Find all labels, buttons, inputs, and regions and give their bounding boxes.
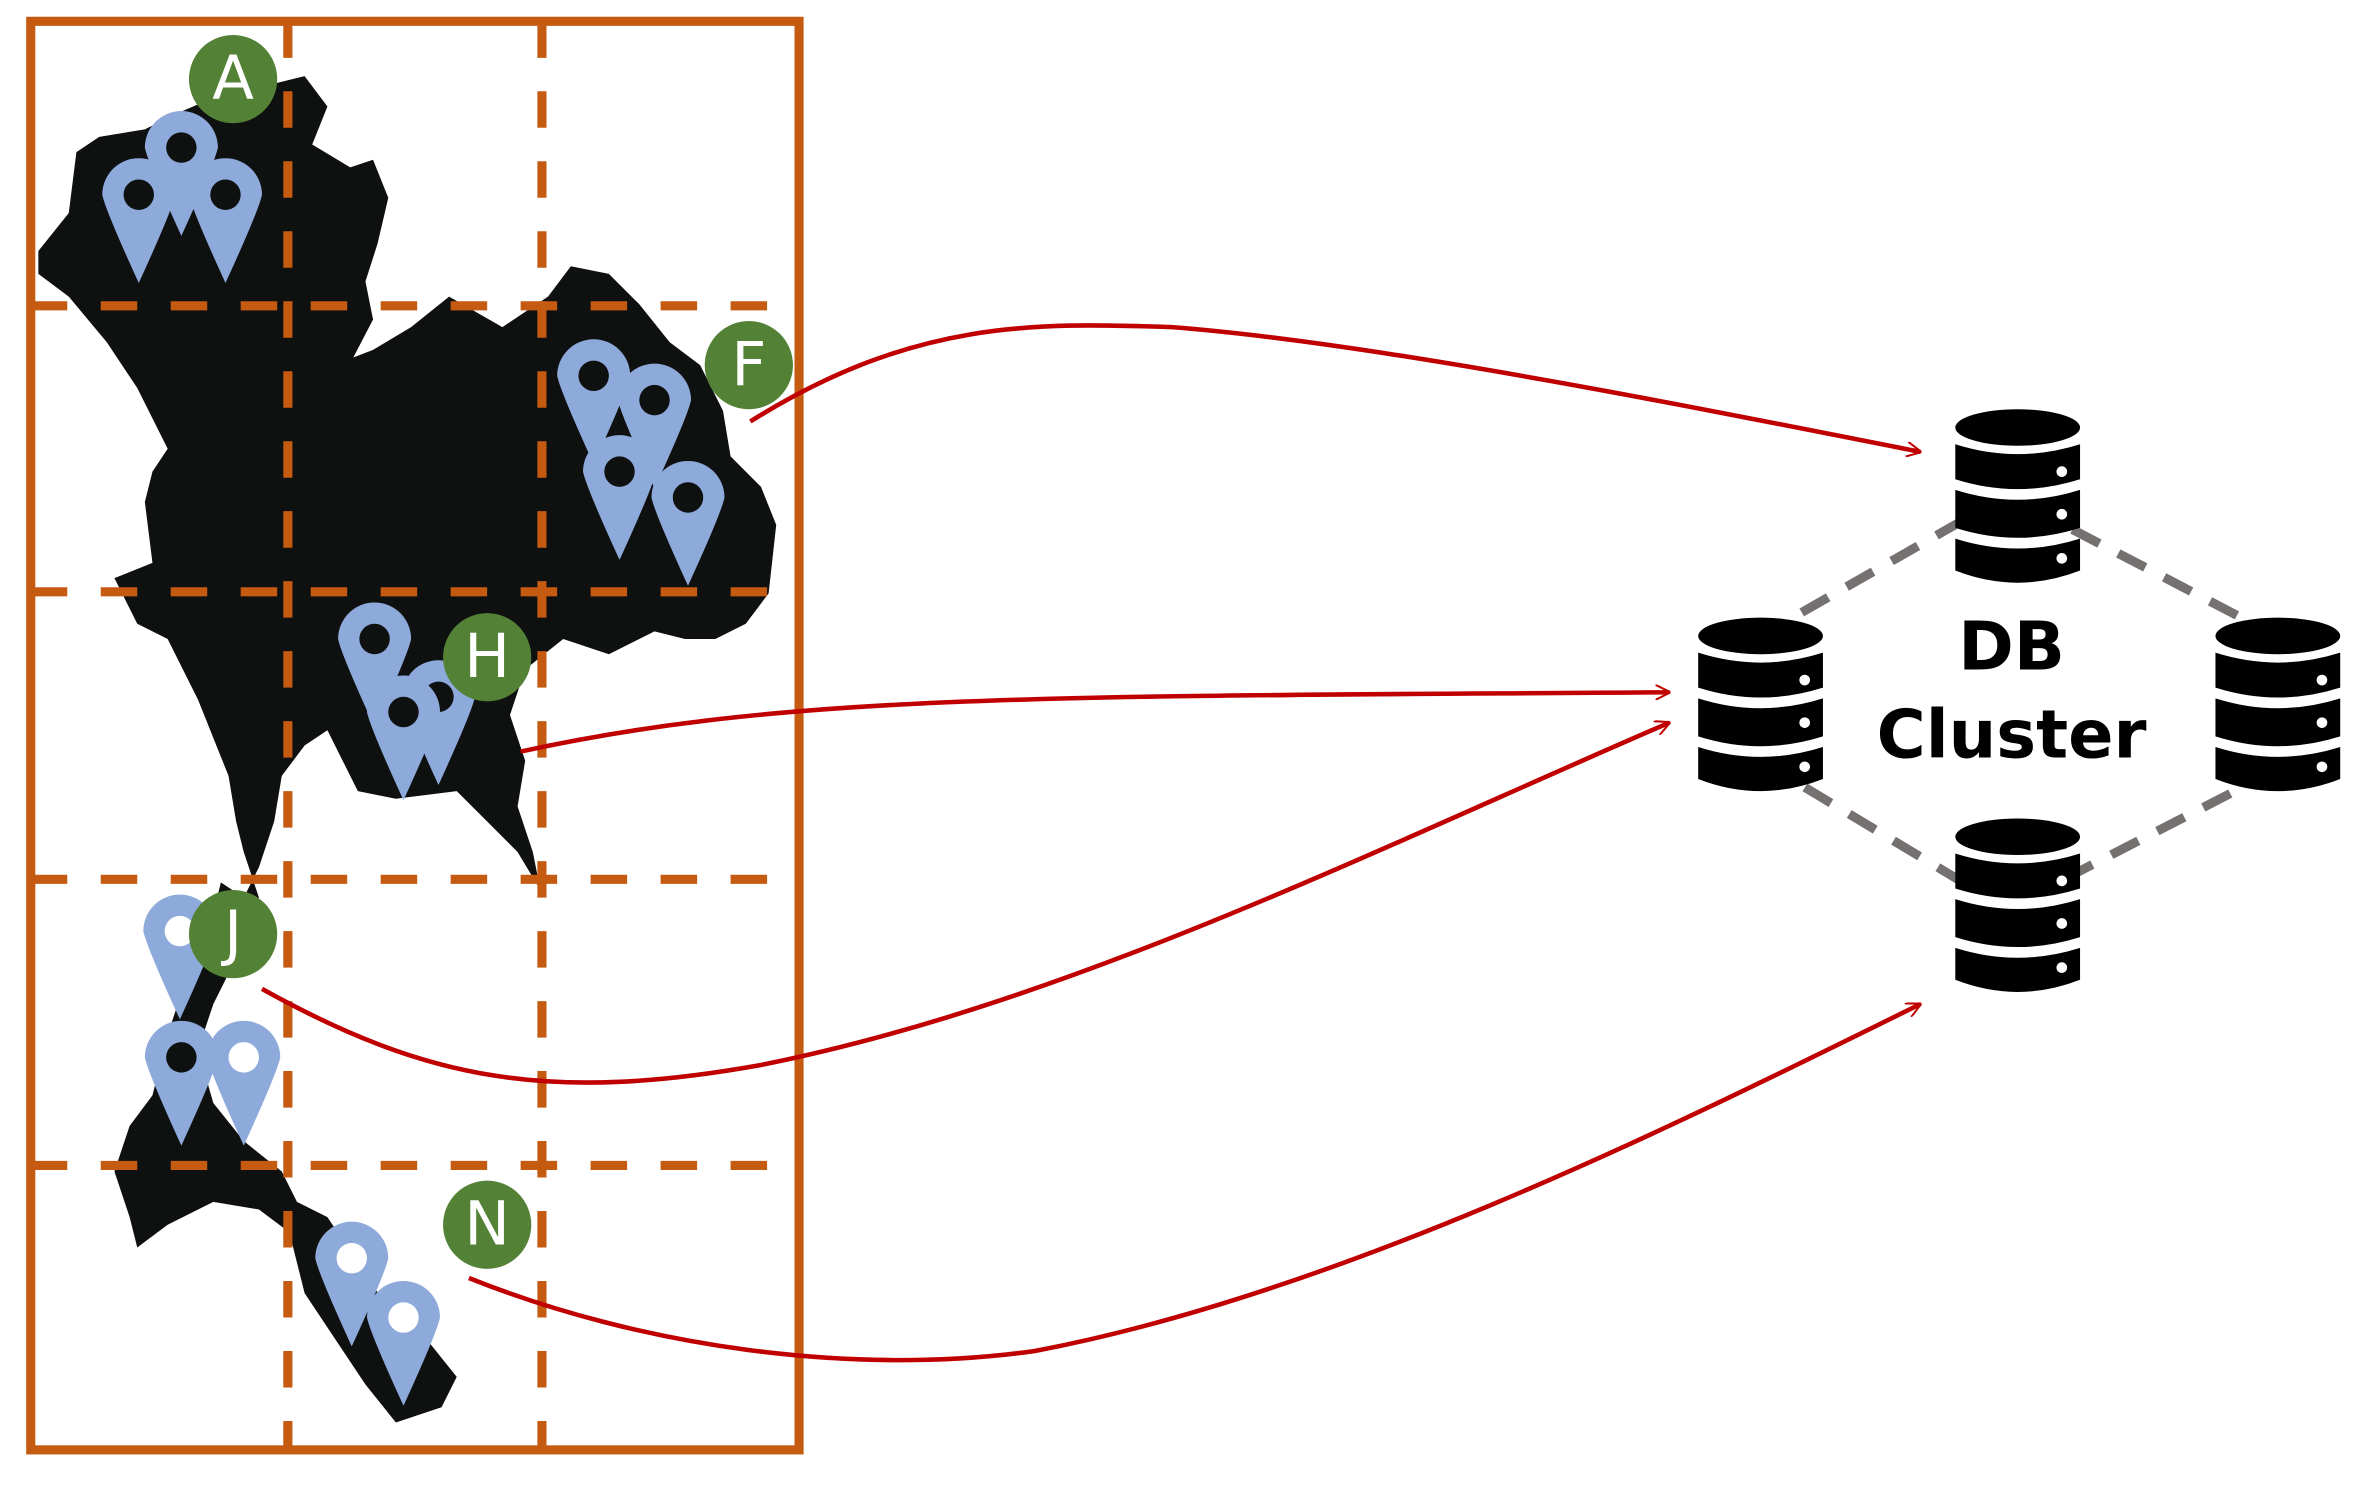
svg-text:F: F xyxy=(731,330,766,400)
grid xyxy=(26,16,804,1455)
data-flow-arrows xyxy=(260,323,1920,1363)
arrow-n-to-db xyxy=(468,1002,1920,1363)
svg-text:H: H xyxy=(464,622,510,692)
region-badge-f: F xyxy=(704,321,793,410)
database-icon xyxy=(1955,409,2081,583)
database-icon xyxy=(1698,617,1823,792)
svg-text:J: J xyxy=(220,899,242,969)
region-badge-h: H xyxy=(443,613,532,702)
svg-text:A: A xyxy=(212,44,254,114)
cluster-title-line2: Cluster xyxy=(1877,696,2147,774)
arrow-h-to-db xyxy=(520,692,1670,754)
region-badge-a: A xyxy=(188,34,278,124)
svg-text:N: N xyxy=(464,1190,510,1260)
database-icon xyxy=(1955,818,2081,992)
arrow-j-to-db xyxy=(260,723,1669,1085)
region-badge-n: N xyxy=(443,1180,532,1269)
region-badge-j: J xyxy=(188,890,278,979)
database-icon xyxy=(2215,617,2341,792)
cluster-title-line1: DB xyxy=(1958,607,2065,685)
cluster-links xyxy=(1758,516,2279,887)
arrow-f-to-db xyxy=(749,323,1920,451)
